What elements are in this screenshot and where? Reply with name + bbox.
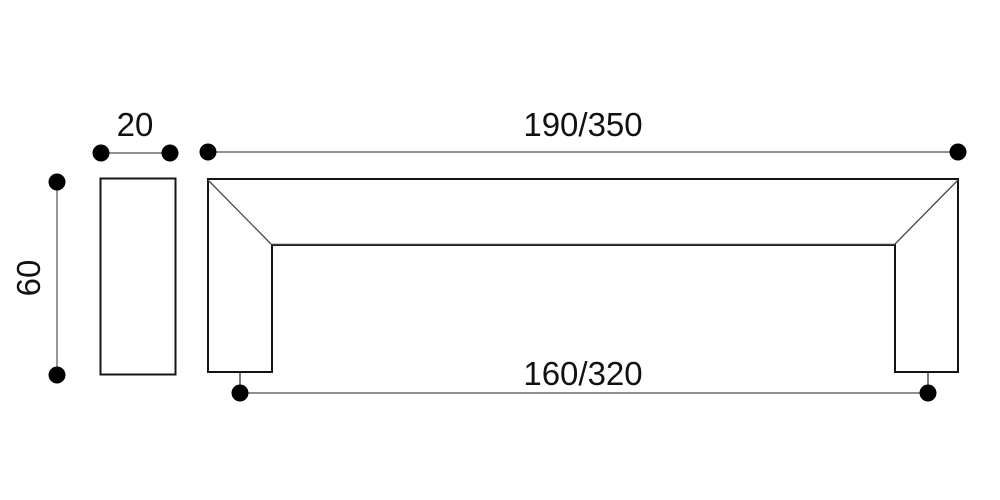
dimension-marker-dot-right bbox=[949, 143, 967, 161]
front-elevation-outer-outline bbox=[207, 178, 959, 373]
right-chamfer-diagonal-line bbox=[894, 179, 959, 245]
dimension-marker-dot-right bbox=[919, 384, 937, 402]
side-elevation-view bbox=[99, 177, 177, 376]
dimension-marker-dot-left bbox=[199, 143, 217, 161]
dimension-width-bottom-160-320: 160/320 bbox=[231, 355, 937, 402]
dimension-width-top-190-350: 190/350 bbox=[199, 106, 967, 161]
dimension-height-60: 60 bbox=[10, 173, 66, 384]
dimension-depth-20: 20 bbox=[92, 106, 179, 162]
dimension-label-depth-20: 20 bbox=[117, 106, 154, 143]
left-chamfer-diagonal-line bbox=[207, 179, 272, 245]
dimension-label-width-bottom: 160/320 bbox=[523, 355, 642, 392]
dimension-marker-dot-left bbox=[231, 384, 249, 402]
dimension-marker-dot-right bbox=[161, 144, 179, 162]
dimension-marker-dot-top bbox=[48, 173, 66, 191]
side-elevation-rectangle bbox=[99, 177, 177, 376]
dimension-marker-dot-left bbox=[92, 144, 110, 162]
front-elevation-view bbox=[207, 178, 959, 373]
dimension-label-width-top: 190/350 bbox=[523, 106, 642, 143]
dimension-label-height-60: 60 bbox=[10, 260, 47, 297]
dimension-marker-dot-bottom bbox=[48, 366, 66, 384]
